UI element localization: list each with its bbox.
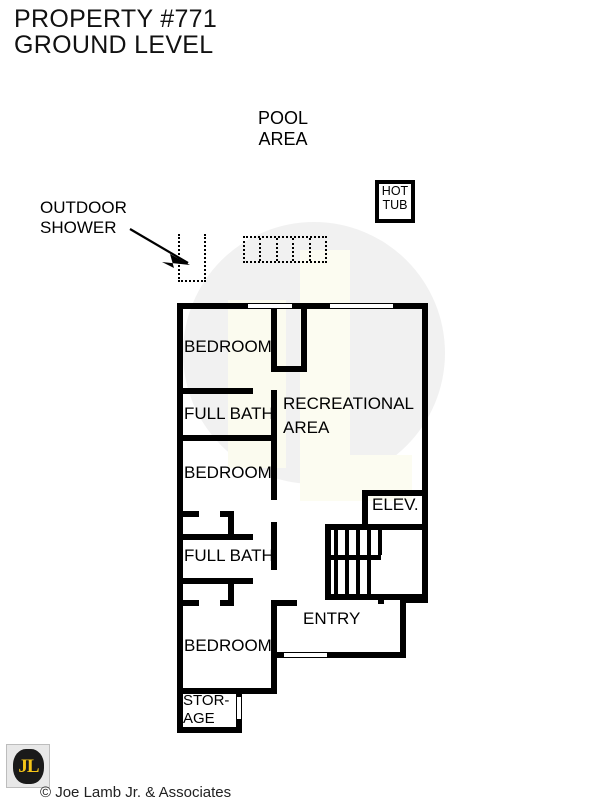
exterior-wall-left (177, 303, 183, 733)
title-line-property: PROPERTY #771 (14, 5, 218, 33)
stair-wall-right (378, 594, 384, 604)
outdoor-shower-arrow-icon (129, 228, 190, 268)
stair-tread (334, 530, 338, 594)
exterior-wall-right-upper (422, 303, 428, 603)
pool-step-tread (294, 238, 311, 261)
logo-initials: JL (18, 756, 39, 777)
elevator-wall-left (362, 490, 368, 528)
interior-wall-closet-middle-right (228, 511, 234, 537)
interior-wall-corridor-3 (271, 522, 277, 570)
watermark-letter-j (228, 300, 286, 468)
interior-wall-bedroom-top-right-return (301, 309, 307, 372)
interior-wall-bedroom-top-right (271, 366, 307, 372)
copyright-text: © Joe Lamb Jr. & Associates (40, 784, 232, 801)
hot-tub-line1: HOT (381, 184, 409, 198)
room-label-storage-line2: AGE (183, 710, 215, 727)
interior-wall-corridor-4 (271, 600, 277, 694)
room-label-recreational-area-line2: AREA (283, 418, 330, 437)
interior-wall-bath-lower-bottom (177, 578, 253, 584)
outdoor-shower-label: OUTDOOR SHOWER (40, 198, 127, 239)
logo-badge-shape: JL (13, 749, 44, 784)
pool-area-line1: POOL (258, 108, 309, 128)
interior-wall-corridor-1 (271, 309, 277, 372)
footer: JL © Joe Lamb Jr. & Associates (0, 738, 600, 801)
interior-wall-hall-divider-lower-b (220, 600, 234, 606)
pool-step-tread (261, 238, 278, 261)
pool-step-tread (245, 238, 262, 261)
exterior-wall-bottom-entry (271, 652, 406, 658)
door-storage (237, 697, 241, 719)
page-title: PROPERTY #771 GROUND LEVEL (14, 6, 217, 59)
elevator-wall-top (362, 490, 424, 496)
window-top-right (330, 304, 393, 308)
interior-wall-bath-upper-bottom (177, 435, 277, 441)
pool-area-line2: AREA (258, 128, 308, 149)
room-label-full-bath-upper: FULL BATH (184, 404, 274, 423)
title-line-level: GROUND LEVEL (14, 31, 214, 60)
exterior-wall-entry-step (400, 597, 428, 603)
interior-wall-hall-divider-upper (177, 534, 253, 540)
pool-area-label: POOL AREA (258, 108, 308, 149)
stair-tread (345, 530, 349, 594)
exterior-wall-bottom-storage (177, 727, 242, 733)
room-label-bedroom-top: BEDROOM (184, 337, 272, 356)
door-entry-bottom (284, 653, 327, 657)
room-label-bedroom-middle: BEDROOM (184, 463, 272, 482)
room-label-bedroom-bottom: BEDROOM (184, 636, 272, 655)
company-logo: JL (6, 744, 50, 788)
hot-tub-box: HOT TUB (375, 180, 415, 223)
window-top-left (248, 304, 292, 308)
entry-wall-top (271, 600, 297, 606)
room-label-entry: ENTRY (303, 609, 361, 628)
room-label-full-bath-lower: FULL BATH (184, 546, 274, 565)
stair-tread (356, 530, 360, 594)
interior-wall-storage-top (177, 688, 277, 694)
floor-plan-drawing: POOL AREA HOT TUB OUTDOOR SHOWER (40, 108, 445, 733)
interior-wall-closet-lower-right (228, 578, 234, 606)
interior-wall-hall-divider-lower-a (177, 600, 199, 606)
outdoor-shower-line1: OUTDOOR (40, 198, 127, 217)
stair-tread (378, 530, 382, 555)
stair-tread (367, 530, 371, 594)
pool-step-tread (278, 238, 295, 261)
interior-wall-bedroom-middle-bottom-b (220, 511, 234, 517)
stair-landing-line (325, 555, 381, 560)
stair-wall-bottom (325, 594, 428, 600)
room-label-storage-line1: STOR- (183, 692, 230, 709)
room-label-recreational-area-line1: RECREATIONAL (283, 394, 414, 413)
hot-tub-line2: TUB (382, 197, 408, 212)
stair-wall-left (325, 524, 331, 600)
elevator-wall-bottom (330, 524, 428, 530)
outdoor-shower-line2: SHOWER (40, 218, 117, 238)
interior-wall-bedroom-middle-bottom-a (177, 511, 199, 517)
pool-steps (243, 236, 327, 263)
exterior-wall-top (177, 303, 428, 309)
room-label-elevator: ELEV. (372, 495, 419, 514)
exterior-wall-right-lower (400, 597, 406, 658)
interior-wall-corridor-2 (271, 390, 277, 500)
interior-wall-bedroom-top-bottom (177, 388, 253, 394)
